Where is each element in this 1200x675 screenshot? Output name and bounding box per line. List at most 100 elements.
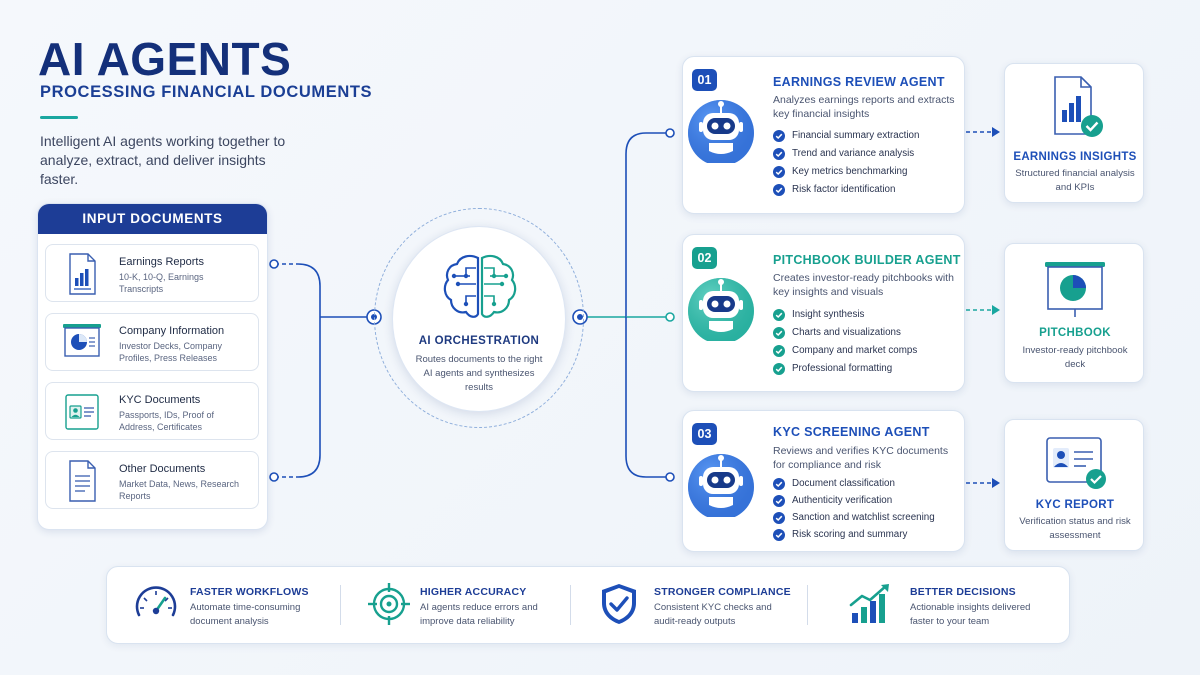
list-item-label: Key metrics benchmarking xyxy=(792,166,908,177)
doc-card-kyc-documents[interactable]: KYC Documents Passports, IDs, Proof of A… xyxy=(45,382,259,440)
list-item-label: Risk scoring and summary xyxy=(792,529,908,540)
doc-title: KYC Documents xyxy=(119,394,201,406)
agent-capability-list: Financial summary extraction Trend and v… xyxy=(773,127,919,199)
list-item: Trend and variance analysis xyxy=(773,145,919,163)
benefit-description: Automate time-consuming document analysi… xyxy=(190,602,301,627)
doc-card-company-information[interactable]: Company Information Investor Decks, Comp… xyxy=(45,313,259,371)
agent-description: Creates investor-ready pitchbooks with k… xyxy=(773,272,954,298)
agent-title: KYC SCREENING AGENT xyxy=(773,425,930,439)
list-item: Risk scoring and summary xyxy=(773,526,935,543)
output-description: Verification status and risk assessment xyxy=(1019,516,1131,541)
orchestration-hub[interactable] xyxy=(392,226,566,412)
list-item: Key metrics benchmarking xyxy=(773,163,919,181)
orchestration-title: AI ORCHESTRATION xyxy=(418,335,540,347)
list-item: Charts and visualizations xyxy=(773,324,917,342)
list-item-label: Professional formatting xyxy=(792,363,893,374)
report-check-icon xyxy=(1054,76,1103,137)
doc-card-other-documents[interactable]: Other Documents Market Data, News, Resea… xyxy=(45,451,259,509)
benefit-title: FASTER WORKFLOWS xyxy=(190,586,309,598)
benefits-bar: FASTER WORKFLOWS Automate time-consuming… xyxy=(106,566,1070,644)
output-title: EARNINGS INSIGHTS xyxy=(1013,151,1137,163)
agent-card-pitchbook-builder[interactable]: 02 PITCHBOOK BUILDER AGENT Creates inves… xyxy=(682,234,965,392)
shield-check-icon xyxy=(602,584,636,624)
doc-subtitle: Passports, IDs, Proof of Address, Certif… xyxy=(119,410,215,432)
agent-title: EARNINGS REVIEW AGENT xyxy=(773,75,945,89)
list-item-label: Risk factor identification xyxy=(792,184,896,195)
benefit-description: AI agents reduce errors and improve data… xyxy=(420,602,538,627)
check-circle-icon xyxy=(773,148,785,160)
pie-chart-presentation-icon xyxy=(63,324,101,357)
list-item: Authenticity verification xyxy=(773,492,935,509)
agent-description: Analyzes earnings reports and extracts k… xyxy=(773,94,955,120)
id-card-icon xyxy=(65,394,99,430)
check-circle-icon xyxy=(773,363,785,375)
list-item: Document classification xyxy=(773,475,935,492)
doc-subtitle: 10-K, 10-Q, Earnings Transcripts xyxy=(119,272,204,294)
check-circle-icon xyxy=(773,529,785,541)
brain-circuit-icon xyxy=(443,254,517,318)
check-circle-icon xyxy=(773,345,785,357)
check-circle-icon xyxy=(773,478,785,490)
list-item: Company and market comps xyxy=(773,342,917,360)
list-item-label: Financial summary extraction xyxy=(792,130,920,141)
agent-card-earnings-review[interactable]: 01 EARNINGS REVIEW AGENT Analyzes earnin… xyxy=(682,56,965,214)
check-circle-icon xyxy=(773,512,785,524)
doc-title: Other Documents xyxy=(119,463,206,475)
title-divider xyxy=(40,116,78,119)
agent-capability-list: Document classification Authenticity ver… xyxy=(773,475,935,543)
doc-card-earnings-reports[interactable]: Earnings Reports 10-K, 10-Q, Earnings Tr… xyxy=(45,244,259,302)
check-circle-icon xyxy=(773,495,785,507)
speedometer-icon xyxy=(135,586,177,617)
list-item-label: Insight synthesis xyxy=(792,309,865,320)
check-circle-icon xyxy=(773,166,785,178)
list-item-label: Document classification xyxy=(792,478,895,489)
doc-title: Earnings Reports xyxy=(119,256,204,268)
benefit-title: BETTER DECISIONS xyxy=(910,586,1016,598)
check-circle-icon xyxy=(773,327,785,339)
agent-number-badge: 02 xyxy=(692,247,717,269)
page-subtitle: PROCESSING FINANCIAL DOCUMENTS xyxy=(40,83,373,101)
list-item-label: Charts and visualizations xyxy=(792,327,901,338)
intro-text: Intelligent AI agents working together t… xyxy=(40,133,286,187)
output-description: Investor-ready pitchbook deck xyxy=(1022,345,1128,370)
agent-title: PITCHBOOK BUILDER AGENT xyxy=(773,253,961,267)
doc-title: Company Information xyxy=(119,325,225,337)
orchestration-ring xyxy=(374,208,584,428)
input-panel-header: INPUT DOCUMENTS xyxy=(38,204,267,234)
agent-capability-list: Insight synthesis Charts and visualizati… xyxy=(773,306,917,378)
divider xyxy=(807,585,808,625)
robot-icon xyxy=(688,454,754,517)
list-item: Financial summary extraction xyxy=(773,127,919,145)
list-item: Professional formatting xyxy=(773,360,917,378)
list-item-label: Trend and variance analysis xyxy=(792,148,915,159)
output-description: Structured financial analysis and KPIs xyxy=(1015,168,1135,193)
list-item: Insight synthesis xyxy=(773,306,917,324)
output-card-pitchbook[interactable]: PITCHBOOK Investor-ready pitchbook deck xyxy=(1004,243,1144,383)
divider xyxy=(570,585,571,625)
benefit-description: Actionable insights delivered faster to … xyxy=(910,602,1031,627)
robot-icon xyxy=(688,278,754,341)
check-circle-icon xyxy=(773,309,785,321)
list-item: Risk factor identification xyxy=(773,181,919,199)
check-circle-icon xyxy=(773,130,785,142)
presentation-pie-icon xyxy=(1045,262,1105,317)
check-circle-icon xyxy=(773,184,785,196)
page-title: AI AGENTS xyxy=(38,33,292,85)
bar-chart-document-icon xyxy=(69,253,96,295)
list-item-label: Company and market comps xyxy=(792,345,918,356)
output-title: KYC REPORT xyxy=(1035,499,1115,511)
output-card-earnings-insights[interactable]: EARNINGS INSIGHTS Structured financial a… xyxy=(1004,63,1144,203)
robot-icon xyxy=(688,100,754,163)
agent-number-badge: 01 xyxy=(692,69,717,91)
list-item-label: Sanction and watchlist screening xyxy=(792,512,935,523)
divider xyxy=(340,585,341,625)
benefit-title: STRONGER COMPLIANCE xyxy=(654,586,791,598)
input-documents-panel: INPUT DOCUMENTS Earnings Reports 10-K, 1… xyxy=(37,203,268,530)
agent-card-kyc-screening[interactable]: 03 KYC SCREENING AGENT Reviews and verif… xyxy=(682,410,965,552)
doc-subtitle: Investor Decks, Company Profiles, Press … xyxy=(119,341,223,363)
benefit-title: HIGHER ACCURACY xyxy=(420,586,527,598)
agent-number-badge: 03 xyxy=(692,423,717,445)
id-card-check-icon xyxy=(1046,437,1106,489)
list-item-label: Authenticity verification xyxy=(792,495,893,506)
output-card-kyc-report[interactable]: KYC REPORT Verification status and risk … xyxy=(1004,419,1144,551)
